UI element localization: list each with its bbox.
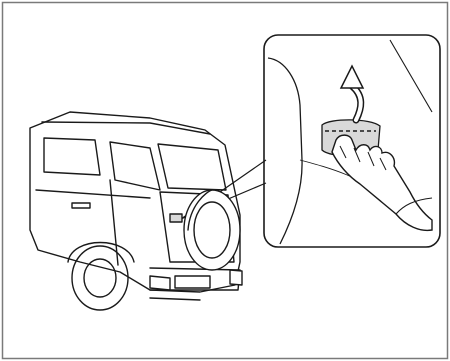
tail-light-right bbox=[230, 270, 242, 285]
rear-door-handle bbox=[170, 214, 182, 222]
spare-tire-cover-icon bbox=[184, 190, 240, 270]
tail-light-left bbox=[150, 276, 170, 290]
